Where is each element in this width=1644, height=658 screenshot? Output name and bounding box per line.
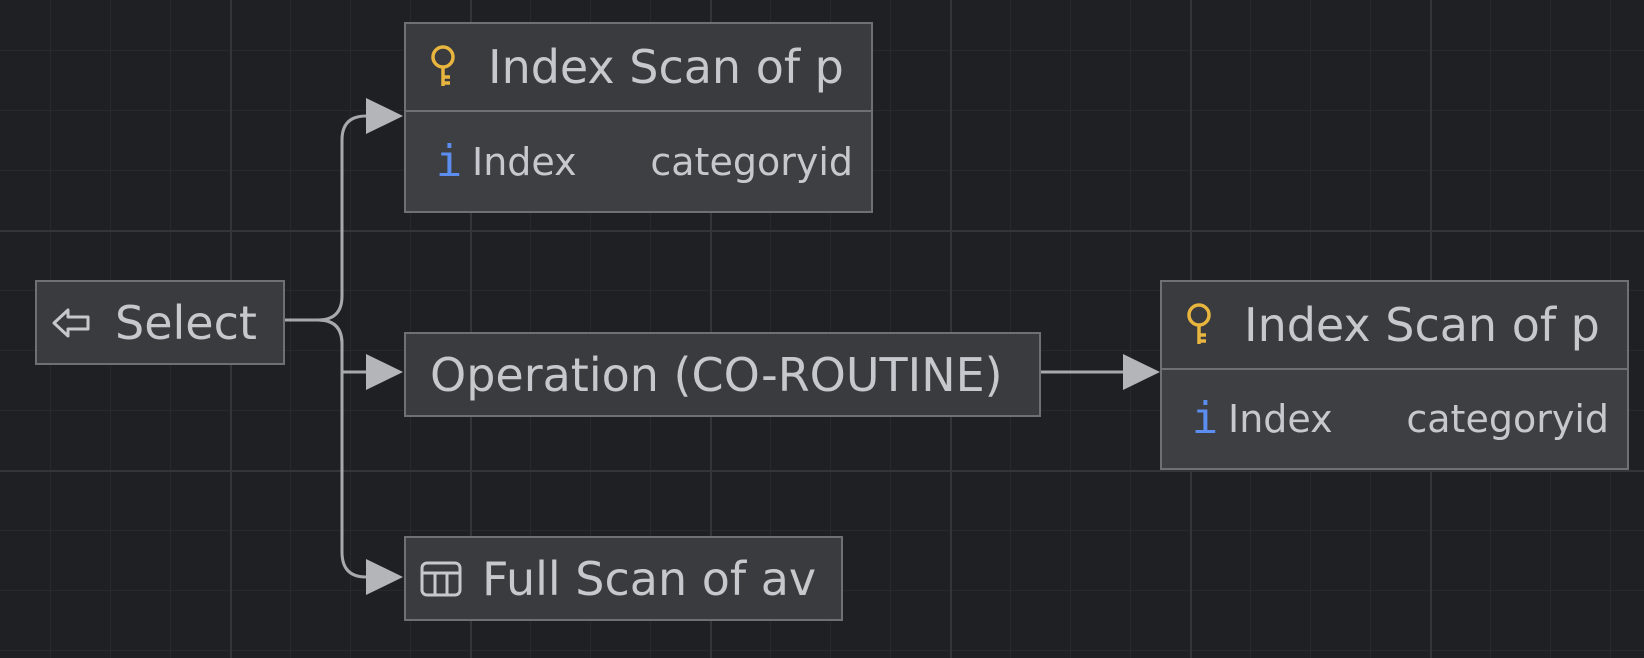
property-value: categoryid (650, 139, 853, 184)
edge-select-to-operation (285, 318, 368, 374)
property-key: Index (1228, 397, 1333, 441)
arrowhead (1123, 354, 1160, 390)
node-title: Operation (CO-ROUTINE) (430, 347, 1003, 402)
node-title: Index Scan of p (1244, 298, 1600, 352)
property-row: i Index categoryid (1162, 370, 1627, 468)
table-icon (420, 559, 462, 599)
node-title: Index Scan of p (488, 40, 844, 94)
index-scan-node[interactable]: Index Scan of p i Index categoryid (404, 22, 873, 213)
arrowhead (366, 98, 403, 134)
property-key: Index (472, 139, 577, 184)
node-title: Full Scan of av (482, 551, 817, 606)
arrowhead (366, 354, 403, 390)
key-icon (1182, 300, 1216, 350)
index-scan-node-right[interactable]: Index Scan of p i Index categoryid (1160, 280, 1629, 470)
operation-node[interactable]: Operation (CO-ROUTINE) (404, 332, 1041, 417)
edge-select-to-index-scan (285, 114, 368, 322)
arrowhead (366, 559, 403, 595)
property-value: categoryid (1406, 397, 1609, 441)
edge-select-to-full-scan (317, 318, 368, 579)
full-scan-node[interactable]: Full Scan of av (404, 536, 843, 621)
divider (1162, 368, 1627, 370)
divider (406, 110, 871, 112)
info-icon: i (435, 135, 463, 187)
node-title: Select (115, 295, 257, 350)
property-row: i Index categoryid (406, 112, 871, 211)
info-icon: i (1191, 393, 1219, 444)
arrow-left-icon (51, 303, 91, 343)
key-icon (426, 42, 460, 92)
select-node[interactable]: Select (35, 280, 285, 365)
